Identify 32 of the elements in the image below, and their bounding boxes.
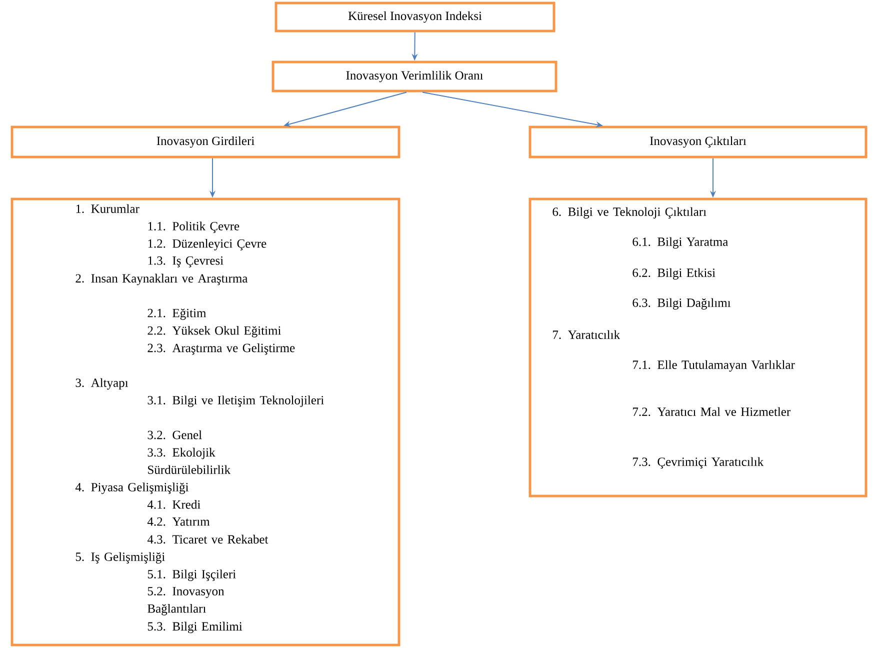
list-item: 4.1. Kredi — [147, 500, 200, 509]
list-item: 6.2. Bilgi Etkisi — [632, 268, 716, 280]
label-box: Inovasyon Çıktıları — [528, 126, 868, 158]
list-item: 5.2. Inovasyon Bağlantıları — [148, 587, 224, 616]
list-item: 6.3. Bilgi Dağılımı — [632, 298, 731, 310]
list-item: 2.3. Araştırma ve Geliştirme — [148, 343, 295, 355]
list-item: 7. Yaratıcılık — [553, 330, 620, 340]
list-item: 4.2. Yatırım — [147, 517, 210, 526]
list-item: 7.3. Çevrimiçi Yaratıcılık — [633, 457, 764, 469]
list-item: 5.3. Bilgi Emilimi — [148, 622, 242, 634]
list-item: 1.1. Politik Çevre — [148, 222, 240, 233]
label-box: Inovasyon Verimlilik Oranı — [272, 60, 558, 92]
list-item: 1.2. Düzenleyici Çevre — [148, 239, 266, 250]
list-item: 3. Altyapı — [76, 378, 128, 390]
list-item: 1. Kurumlar — [76, 204, 140, 214]
list-item: 7.1. Elle Tutulamayan Varlıklar — [633, 360, 795, 372]
list-item: 7.2. Yaratıcı Mal ve Hizmetler — [633, 407, 790, 416]
list-item: 5. Iş Gelişmişliği — [76, 552, 165, 564]
list-item: 5.1. Bilgi Işçileri — [148, 570, 236, 581]
list-item: 6.1. Bilgi Yaratma — [632, 237, 728, 249]
list-item: 2. Insan Kaynakları ve Araştırma — [76, 274, 248, 286]
list-item: 6. Bilgi ve Teknoloji Çıktıları — [552, 207, 706, 219]
list-item: 2.2. Yüksek Okul Eğitimi — [148, 326, 281, 338]
list-item: 4.3. Ticaret ve Rekabet — [147, 534, 268, 544]
label-box: Küresel Inovasyon Indeksi — [274, 2, 556, 32]
list-item: 1.3. Iş Çevresi — [148, 256, 224, 268]
list-item: 2.1. Eğitim — [148, 308, 206, 320]
label-box: Inovasyon Girdileri — [10, 126, 400, 158]
list-item: 3.2. Genel — [148, 430, 202, 440]
list-item: 4. Piyasa Gelişmişliği — [75, 482, 188, 494]
list-item: 3.3. Ekolojik Sürdürülebilirlik — [148, 448, 231, 474]
list-item: 3.1. Bilgi ve Iletişim Teknolojileri — [148, 396, 324, 407]
